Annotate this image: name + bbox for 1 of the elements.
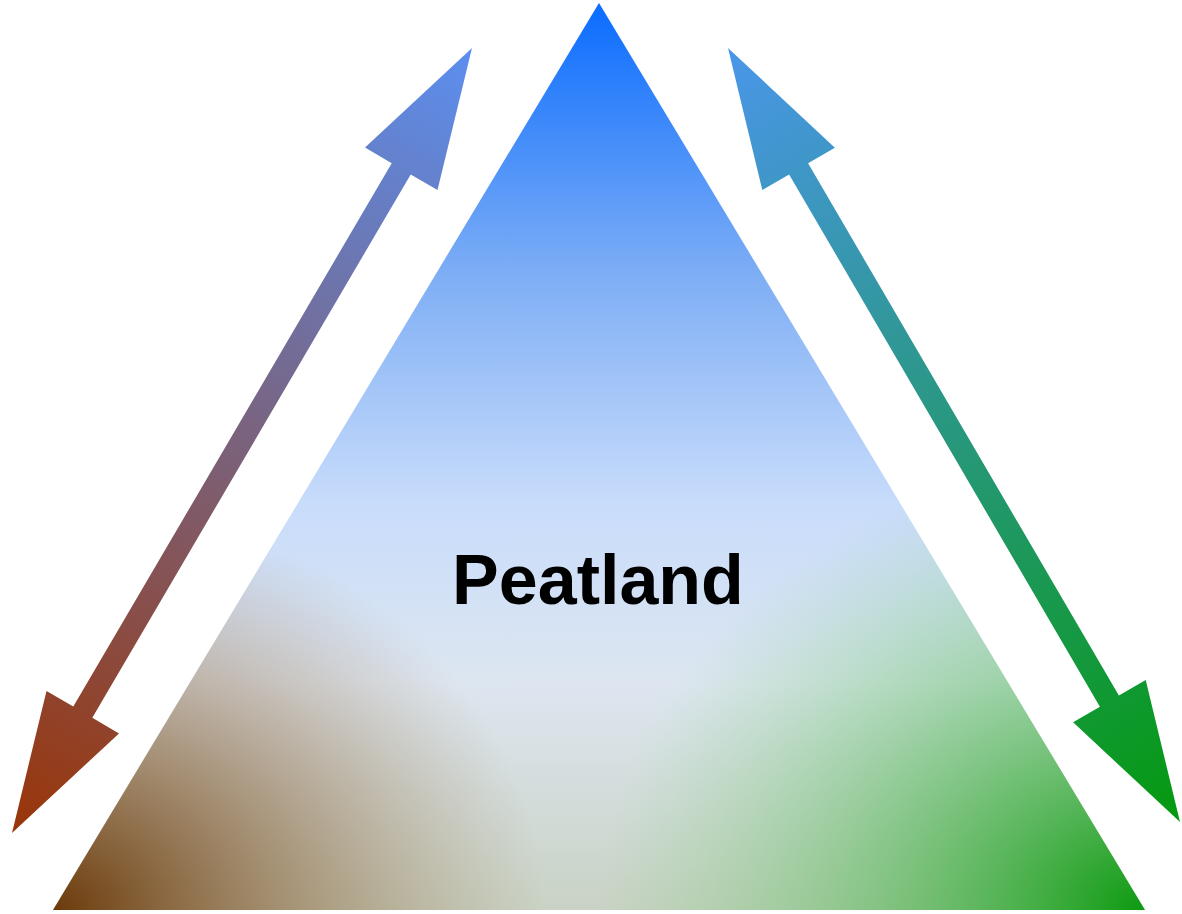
node-label: Peatland (452, 540, 744, 620)
